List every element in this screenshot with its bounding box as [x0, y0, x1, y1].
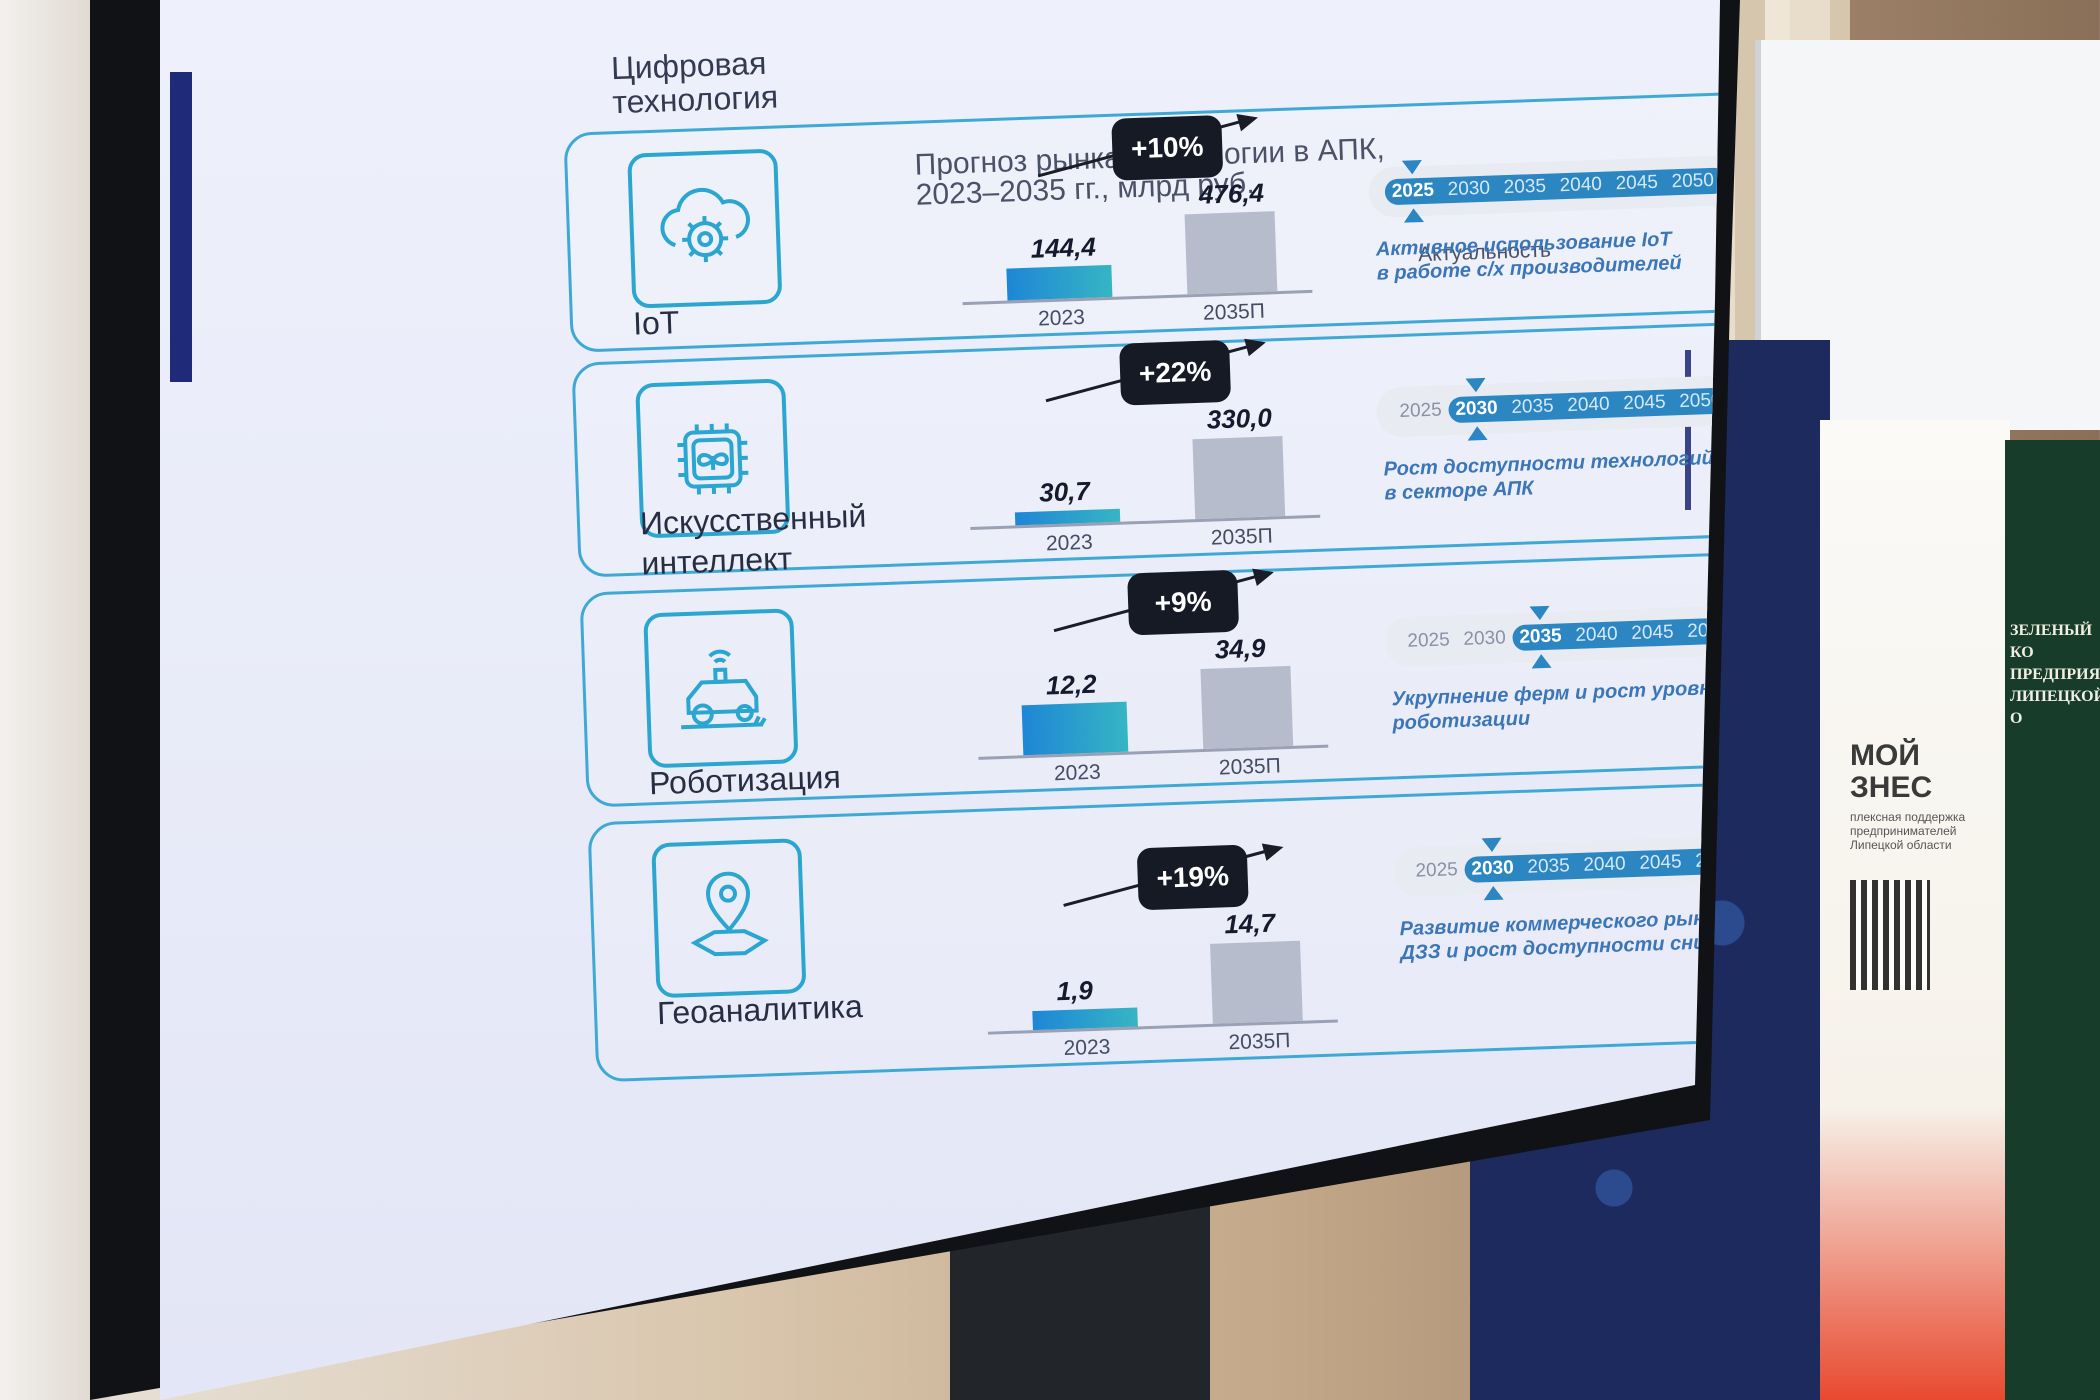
moi-biznes-logo: МОЙ ЗНЕС плексная поддержка предпринимат…: [1850, 739, 2010, 853]
growth-badge: +9%: [1127, 569, 1240, 636]
timeline-year: 2025: [1399, 399, 1443, 422]
value-2023: 30,7: [1038, 475, 1091, 508]
year-2035: 2035П: [1210, 524, 1274, 550]
value-2035: 330,0: [1206, 402, 1273, 435]
value-2023: 1,9: [1056, 975, 1094, 1007]
arrow-head-icon: [1244, 333, 1269, 357]
actuality-timeline: 2025 2030 2035 2040 2045 2050: [1368, 154, 1720, 223]
value-2023: 144,4: [1030, 231, 1097, 265]
timeline-year: 2040: [1559, 173, 1603, 197]
row-label: Роботизация: [648, 758, 842, 802]
tech-row: Роботизация 12,2 34,9 2023 2035П +9% 2025 2030 2…: [579, 549, 1720, 808]
bar-2035: [1210, 940, 1303, 1024]
value-2035: 476,4: [1198, 177, 1265, 210]
year-2035: 2035П: [1228, 1029, 1291, 1055]
year-2023: 2023: [1037, 305, 1086, 331]
value-2035: 34,9: [1214, 632, 1266, 665]
timeline-year: 2040: [1566, 393, 1610, 417]
timeline-year: 2045: [1639, 851, 1682, 874]
green-banner-title: ЗЕЛЕНЫЙ КО ПРЕДПРИЯ ЛИПЕЦКОЙ О: [2010, 622, 2100, 727]
tech-row: Искусственный интеллект 30,7 330,0 2023 2035…: [571, 319, 1720, 581]
timeline-year: 2035: [1511, 395, 1555, 419]
timeline-year: 2025: [1407, 629, 1451, 652]
tech-row: Геоаналитика 1,9 14,7 2023 2035П +19% 2025 2030…: [587, 778, 1720, 1083]
robot-mower-icon: [643, 608, 799, 769]
timeline-year: 2045: [1622, 391, 1666, 415]
timeline-year: 2040: [1583, 853, 1627, 876]
slide: Цифровая технология Прогноз рынка технол…: [360, 0, 1720, 1399]
row-label: Искусственный интеллект: [639, 497, 867, 582]
brand-line2: ЗНЕС: [1850, 771, 1933, 804]
row-label: IoT: [632, 304, 680, 342]
timeline-year: 2030: [1463, 627, 1507, 650]
qr-code: [1850, 880, 1930, 990]
year-2023: 2023: [1063, 1035, 1111, 1061]
actuality-caption: Рост доступности технологий ИИ в секторе…: [1383, 446, 1720, 505]
cloud-gear-icon: [627, 148, 783, 309]
growth-badge: +22%: [1119, 339, 1232, 406]
timeline-year: 2025: [1415, 859, 1459, 882]
bar-2023: [1006, 265, 1113, 301]
timeline-marker-icon: [1529, 605, 1550, 621]
banner-green: [2005, 440, 2100, 1400]
timeline-year: 2045: [1630, 621, 1674, 644]
value-2023: 12,2: [1045, 668, 1098, 701]
timeline-year: 2030: [1471, 857, 1515, 880]
timeline-year: 2040: [1575, 623, 1619, 646]
bar-2035: [1200, 665, 1294, 750]
timeline-marker-icon: [1401, 160, 1423, 175]
timeline-year: 2035: [1519, 625, 1563, 648]
timeline-year: 2030: [1447, 177, 1491, 201]
year-2035: 2035П: [1202, 299, 1266, 325]
ai-chip-icon: [635, 378, 791, 539]
arrow-head-icon: [1261, 838, 1286, 861]
timeline-marker-icon: [1403, 207, 1424, 223]
brand-line1: МОЙ: [1850, 739, 1920, 772]
row-label: Геоаналитика: [656, 988, 864, 1032]
timeline-marker-icon: [1531, 653, 1552, 669]
accent-bar: [170, 72, 192, 382]
year-2023: 2023: [1053, 760, 1102, 786]
growth-badge: +19%: [1136, 844, 1249, 911]
year-2035: 2035П: [1218, 754, 1282, 780]
timeline-year: 2035: [1527, 855, 1571, 878]
bar-2023: [1032, 1007, 1138, 1031]
bar-2035: [1184, 211, 1278, 295]
timeline-year: 2050: [1671, 169, 1715, 193]
bar-2023: [1021, 701, 1129, 756]
timeline-marker-icon: [1481, 837, 1503, 853]
brand-sub: плексная поддержка предпринимателей Липе…: [1850, 810, 1966, 852]
bar-2035: [1192, 436, 1286, 520]
timeline-year: 2030: [1455, 397, 1499, 420]
value-2035: 14,7: [1223, 907, 1276, 940]
map-pin-icon: [651, 838, 807, 999]
timeline-year: 2045: [1615, 171, 1659, 195]
growth-badge: +10%: [1111, 114, 1224, 181]
arrow-head-icon: [1252, 563, 1277, 587]
arrow-head-icon: [1236, 108, 1261, 132]
timeline-marker-icon: [1483, 885, 1504, 901]
timeline-marker-icon: [1467, 425, 1488, 441]
timeline-year: 2035: [1503, 175, 1547, 199]
actuality-caption: Укрупнение ферм и рост уровня роботизаци…: [1391, 676, 1720, 735]
accent-bar-right: [1685, 350, 1691, 510]
timeline-marker-icon: [1465, 377, 1486, 393]
year-2023: 2023: [1045, 530, 1094, 556]
timeline-year: 2025: [1391, 179, 1435, 203]
actuality-caption: Активное использование IoT в работе с/х …: [1375, 228, 1682, 285]
actuality-caption: Развитие коммерческого рынка ДЗЗ и рост …: [1399, 906, 1720, 965]
column-title: Цифровая технология: [610, 44, 779, 121]
